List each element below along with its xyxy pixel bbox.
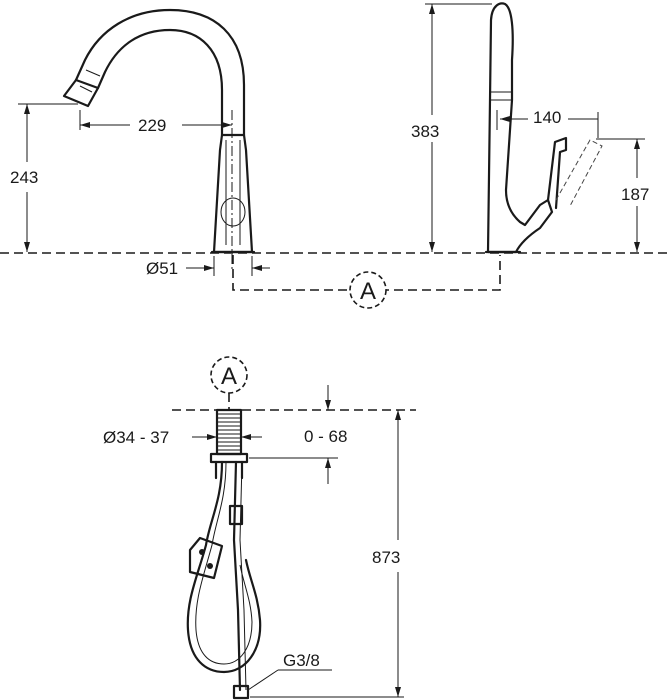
supply-hose-right <box>232 460 242 692</box>
supply-hose-left-inner <box>195 461 253 665</box>
dim-base-diameter-label: Ø51 <box>146 259 178 278</box>
spray-head <box>62 78 100 108</box>
dim-hole-diameter-label: Ø34 - 37 <box>103 428 169 447</box>
dim-spout-height-label: 243 <box>10 168 38 187</box>
callout-connection-thread: G3/8 <box>247 651 332 691</box>
faucet-front-view <box>62 8 256 254</box>
faucet-side-view <box>484 2 603 254</box>
mounting-nut <box>209 452 249 464</box>
dim-total-height-label: 383 <box>411 122 439 141</box>
gooseneck-spout-outer <box>74 8 246 137</box>
lever-knob-front <box>220 197 246 227</box>
gooseneck-spout-inner <box>96 28 224 137</box>
faucet-body-front <box>212 133 254 254</box>
dim-spout-reach: 229 <box>79 110 232 135</box>
dim-spout-height: 243 <box>10 103 78 252</box>
hose-connector-lower <box>232 684 250 700</box>
dim-hole-diameter: Ø34 - 37 <box>103 428 262 447</box>
dim-base-diameter: Ø51 <box>146 256 270 278</box>
lever-handle-side <box>546 136 568 210</box>
dim-total-height: 383 <box>411 3 492 252</box>
hose-connector-upper <box>228 504 244 526</box>
spout-side-profile <box>486 2 554 254</box>
callout-connection-thread-label: G3/8 <box>283 651 320 670</box>
dim-hose-length: 873 <box>250 410 404 698</box>
weight-detail-2 <box>207 563 213 569</box>
hose-weight <box>188 536 224 580</box>
dim-spout-reach-label: 229 <box>138 116 166 135</box>
dim-lever-height-label: 187 <box>621 185 649 204</box>
spray-head-detail <box>79 69 101 93</box>
installation-assembly <box>186 408 262 700</box>
weight-detail-1 <box>199 549 205 555</box>
dim-counter-thickness: 0 - 68 <box>249 385 347 484</box>
thread-lines <box>217 413 241 451</box>
dim-counter-thickness-label: 0 - 68 <box>304 427 347 446</box>
supply-hose-left <box>186 460 262 674</box>
dim-lever-reach-label: 140 <box>533 108 561 127</box>
dim-lever-height: 187 <box>596 138 649 252</box>
mounting-bolts <box>214 460 244 480</box>
faucet-body-inner <box>225 140 241 245</box>
spray-head-side <box>490 91 512 101</box>
lever-open-ghost <box>555 139 603 207</box>
detail-a-label-bottom: A <box>221 363 237 390</box>
detail-a-marker-top <box>349 271 387 309</box>
dim-lever-reach: 140 <box>496 108 599 138</box>
dim-hose-length-label: 873 <box>372 548 400 567</box>
supply-hose-right-inner <box>239 461 247 691</box>
detail-a-label-top: A <box>360 278 376 305</box>
threaded-shank <box>215 408 243 456</box>
